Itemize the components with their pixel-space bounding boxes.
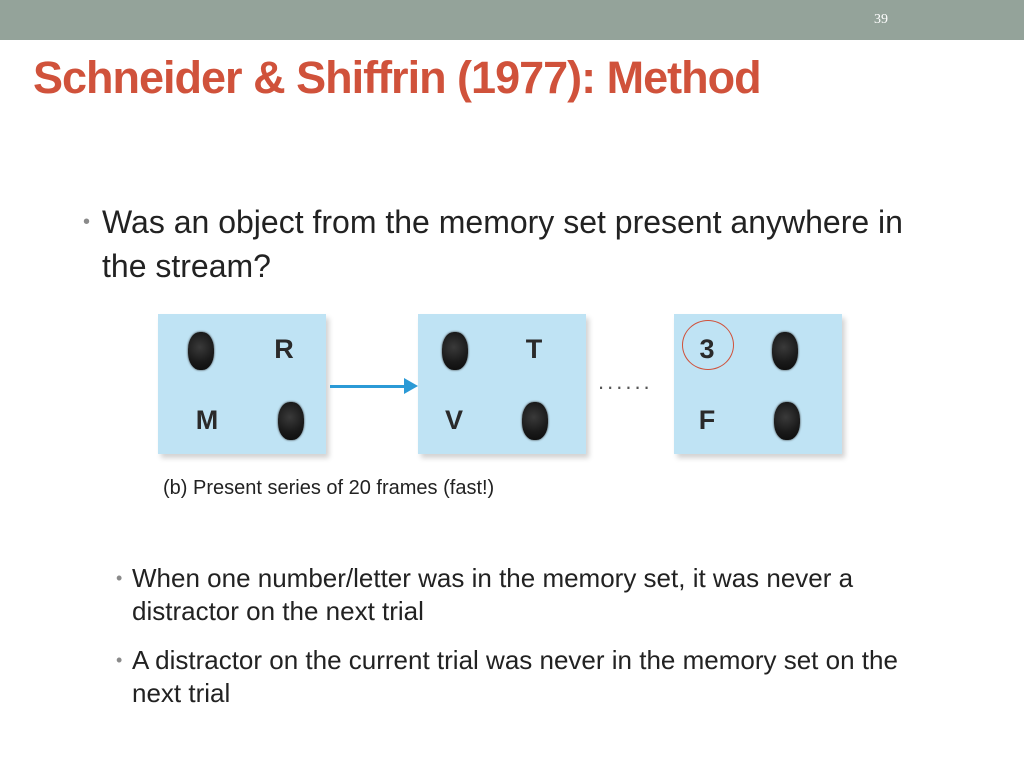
sub-bullet: • When one number/letter was in the memo… xyxy=(116,562,916,628)
bullet-dot-icon: • xyxy=(116,568,123,588)
stimulus-frame-1: R M xyxy=(158,314,326,454)
arrow-line xyxy=(330,385,408,388)
target-circle-icon xyxy=(682,320,734,370)
mask-blob-icon xyxy=(278,402,304,440)
frame-char: F xyxy=(698,405,716,435)
frame-char: T xyxy=(525,334,543,364)
frame-char: R xyxy=(274,334,294,364)
mask-blob-icon xyxy=(774,402,800,440)
stimulus-figure: R M T V ...... 3 F (b) Present series of… xyxy=(158,314,858,514)
slide-number: 39 xyxy=(874,12,888,27)
stimulus-frame-2: T V xyxy=(418,314,586,454)
mask-blob-icon xyxy=(522,402,548,440)
mask-blob-icon xyxy=(772,332,798,370)
frame-char: V xyxy=(444,405,463,435)
main-bullet: • Was an object from the memory set pres… xyxy=(83,200,923,288)
mask-blob-icon xyxy=(188,332,214,370)
bullet-dot-icon: • xyxy=(83,211,91,233)
figure-caption: (b) Present series of 20 frames (fast!) xyxy=(163,477,495,499)
arrow-right-icon xyxy=(404,378,418,394)
sub-bullet: • A distractor on the current trial was … xyxy=(116,644,916,710)
mask-blob-icon xyxy=(442,332,468,370)
bullet-dot-icon: • xyxy=(116,650,123,670)
ellipsis: ...... xyxy=(598,369,653,394)
frame-char: M xyxy=(195,405,219,435)
slide-title: Schneider & Shiffrin (1977): Method xyxy=(33,52,762,103)
main-bullet-text: Was an object from the memory set presen… xyxy=(102,204,903,284)
sub-bullet-text: When one number/letter was in the memory… xyxy=(132,563,854,626)
sub-bullet-list: • When one number/letter was in the memo… xyxy=(116,562,916,726)
sub-bullet-text: A distractor on the current trial was ne… xyxy=(132,645,898,708)
top-bar: 39 xyxy=(0,0,1024,40)
